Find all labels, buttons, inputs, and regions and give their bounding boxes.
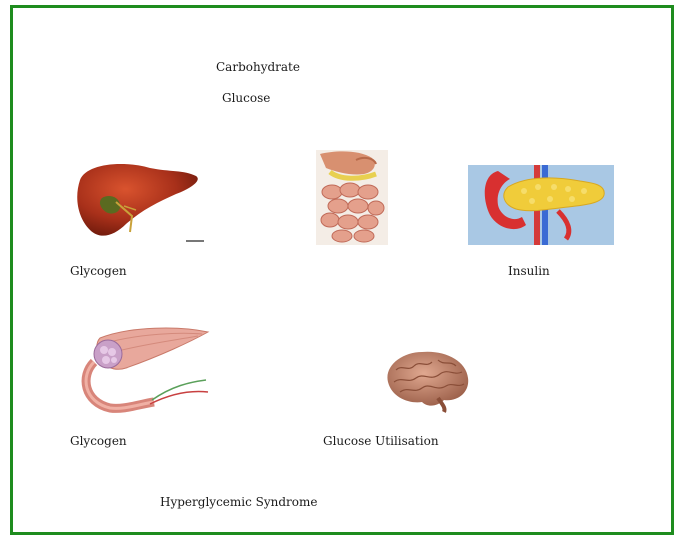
brain-image: [382, 348, 470, 414]
label-carbohydrate: Carbohydrate: [216, 60, 300, 74]
intestines-image: [316, 150, 388, 245]
label-glycogen-muscle: Glycogen: [70, 434, 127, 448]
label-insulin: Insulin: [508, 264, 550, 278]
muscle-image: [80, 322, 212, 416]
label-glucose-utilisation: Glucose Utilisation: [323, 434, 439, 448]
label-glucose: Glucose: [222, 91, 270, 105]
label-hyperglycemic-syndrome: Hyperglycemic Syndrome: [160, 495, 318, 509]
liver-image: [72, 158, 208, 246]
pancreas-image: [468, 165, 614, 245]
label-glycogen-liver: Glycogen: [70, 264, 127, 278]
